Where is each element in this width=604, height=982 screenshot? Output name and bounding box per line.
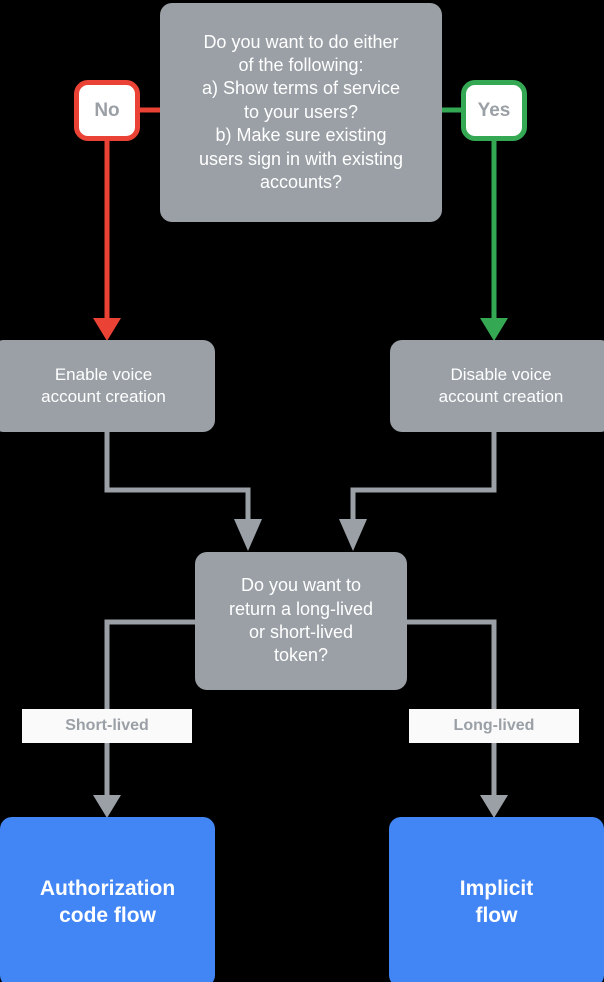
disable-voice-line-1: Disable voice [450, 364, 552, 384]
arrowhead-yes [480, 318, 508, 341]
question-top-line-1: Do you want to do either [203, 31, 399, 52]
node-implicit-flow: Implicit flow [389, 817, 604, 982]
question-token-line-2: return a long-lived [228, 598, 374, 619]
node-disable-voice-account-creation: Disable voice account creation [390, 340, 604, 432]
badge-yes: Yes [461, 80, 527, 141]
question-top-line-2: of the following: [238, 55, 364, 76]
badge-yes-label: Yes [477, 99, 511, 121]
question-top-line-7: accounts? [259, 171, 343, 192]
question-top-line-4: to your users? [243, 101, 359, 122]
badge-no-label: No [94, 99, 120, 121]
node-enable-voice-account-creation: Enable voice account creation [0, 340, 215, 432]
edge-label-long-lived-text: Long-lived [453, 717, 535, 734]
authorization-code-flow-line-1: Authorization [39, 876, 176, 900]
question-top-line-6: users sign in with existing [198, 148, 404, 169]
arrowhead-disable-to-token [339, 519, 367, 551]
edge-disable-to-token-question [350, 432, 497, 519]
arrowhead-enable-to-token [234, 519, 262, 551]
authorization-code-flow-line-2: code flow [59, 904, 156, 927]
question-top-line-3: a) Show terms of service [201, 78, 401, 99]
enable-voice-line-2: account creation [41, 387, 166, 406]
question-top-line-5: b) Make sure existing [215, 125, 387, 146]
edge-label-short-lived-text: Short-lived [65, 717, 149, 734]
node-question-top: Do you want to do either of the followin… [160, 3, 442, 222]
implicit-flow-line-2: flow [475, 904, 518, 927]
arrowhead-no [93, 318, 121, 341]
arrowhead-short-lived [93, 795, 121, 818]
disable-voice-line-2: account creation [438, 387, 564, 406]
arrowhead-long-lived [480, 795, 508, 818]
question-token-line-1: Do you want to [240, 575, 362, 596]
enable-voice-line-1: Enable voice [54, 364, 153, 384]
node-authorization-code-flow: Authorization code flow [0, 817, 215, 982]
implicit-flow-line-1: Implicit [459, 876, 534, 900]
badge-no: No [74, 80, 140, 141]
edge-label-long-lived: Long-lived [409, 709, 579, 743]
edge-enable-to-token-question [104, 432, 251, 519]
question-token-line-4: token? [273, 645, 329, 666]
node-question-token-lifetime: Do you want to return a long-lived or sh… [195, 552, 407, 690]
edge-label-short-lived: Short-lived [22, 709, 192, 743]
question-token-line-3: or short-lived [248, 622, 354, 642]
